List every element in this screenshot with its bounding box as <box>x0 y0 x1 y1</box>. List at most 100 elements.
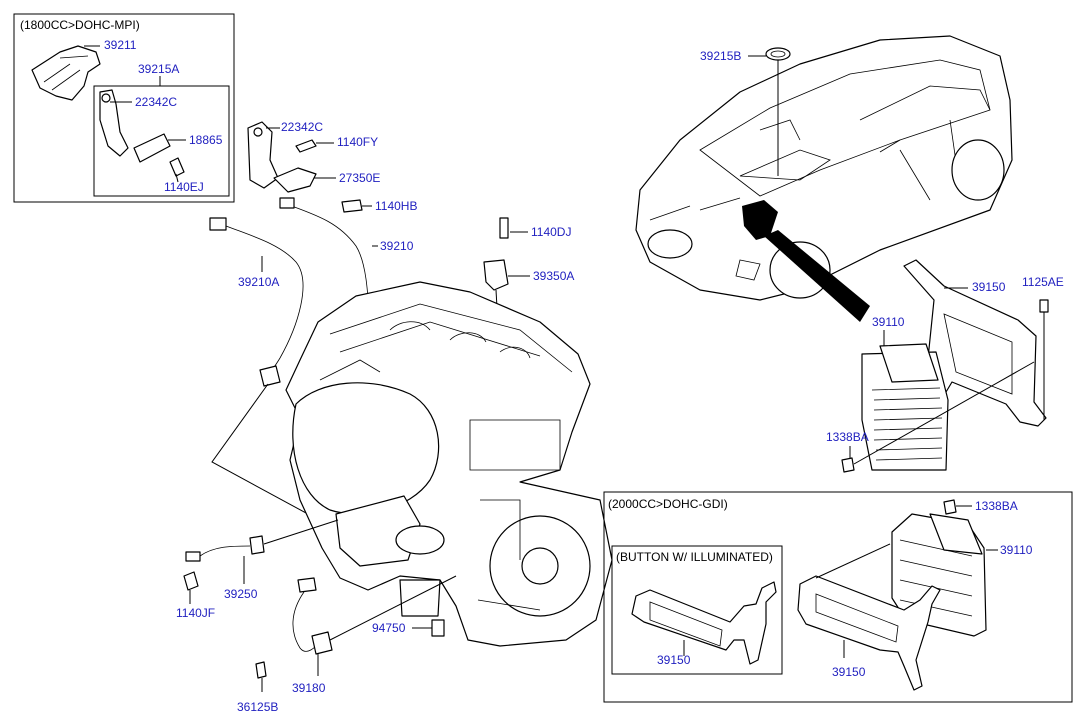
label-39150-button[interactable]: 39150 <box>657 653 691 667</box>
bolt-1338BA-gdi <box>943 499 957 515</box>
leader-39180-install <box>329 575 457 641</box>
label-22342C[interactable]: 22342C <box>281 120 323 134</box>
label-39180[interactable]: 39180 <box>292 681 326 695</box>
car-bay-components <box>739 119 831 181</box>
mpi-inset: (1800CC>DOHC-MPI) 39211 39215A 22342C 18… <box>13 13 235 203</box>
label-39215A[interactable]: 39215A <box>138 62 179 76</box>
label-39210A[interactable]: 39210A <box>238 275 279 289</box>
plug-39215B <box>765 47 791 61</box>
lower-sensors: 39250 1140JF 39180 36125B 94750 <box>176 519 457 714</box>
car-body <box>635 35 1013 301</box>
catalytic-converter <box>335 495 421 567</box>
valve-cover-details <box>389 321 531 359</box>
car-ecu-location <box>742 200 778 240</box>
ecu-bracket-gdi-cutout <box>815 593 899 643</box>
label-36125B[interactable]: 36125B <box>237 700 278 714</box>
label-1140HB[interactable]: 1140HB <box>375 199 417 213</box>
upper-bracket-group: 22342C 1140FY 27350E 1140HB <box>247 120 417 213</box>
cam-sensor-39350A <box>483 259 509 291</box>
ecu-39110 <box>861 351 949 471</box>
exhaust-manifold <box>292 382 440 515</box>
ecu-gdi-connector <box>929 513 983 555</box>
crank-sensor-39180 <box>311 631 333 655</box>
car-headlight-lines <box>649 197 761 281</box>
label-94750[interactable]: 94750 <box>372 621 406 635</box>
cylinder-head-lines <box>319 303 573 381</box>
flywheel-hub <box>521 547 559 585</box>
gdi-header: (2000CC>DOHC-GDI) <box>608 497 728 511</box>
label-1140EJ[interactable]: 1140EJ <box>164 180 204 194</box>
button-inset-frame <box>611 545 783 675</box>
label-22342C-inset[interactable]: 22342C <box>135 95 177 109</box>
label-1140DJ[interactable]: 1140DJ <box>531 225 571 239</box>
bracket-hole <box>101 93 111 103</box>
engine-assembly <box>285 281 613 647</box>
gdi-inset-frame <box>603 491 1073 703</box>
label-39110-top[interactable]: 39110 <box>872 315 905 329</box>
label-1140FY[interactable]: 1140FY <box>337 135 378 149</box>
sensor-39210A <box>259 365 281 387</box>
oil-filter-top <box>395 525 445 555</box>
label-1140JF[interactable]: 1140JF <box>176 606 215 620</box>
gdi-inset: (2000CC>DOHC-GDI) (BUTTON W/ ILLUMINATED… <box>603 491 1073 703</box>
connector-39250 <box>185 551 201 562</box>
car-ecu-pointer <box>764 230 870 322</box>
label-39350A[interactable]: 39350A <box>533 269 574 283</box>
ecu-gdi-detail-lines <box>899 539 973 617</box>
label-39150-gdi[interactable]: 39150 <box>832 665 866 679</box>
label-1338BA-top[interactable]: 1338BA <box>826 430 869 444</box>
leader-1338BA-install <box>853 361 1035 465</box>
label-39250[interactable]: 39250 <box>224 587 258 601</box>
leader-39210A-install <box>211 383 331 527</box>
engine-block-details <box>469 419 561 611</box>
bolt-1140JF <box>183 571 199 591</box>
leader-39250-install <box>263 519 339 545</box>
plug-39215B-inner <box>770 50 786 58</box>
label-39150-top[interactable]: 39150 <box>972 280 1006 294</box>
label-39215B[interactable]: 39215B <box>700 49 741 63</box>
ecu-bracket-39150-gdi <box>797 575 941 691</box>
bolt-1140HB <box>341 199 363 213</box>
label-39211[interactable]: 39211 <box>104 38 137 52</box>
ecu-group-top: 39150 1125AE 39110 1338BA <box>826 259 1064 473</box>
bolt-36125B <box>255 661 267 679</box>
label-18865[interactable]: 18865 <box>189 133 223 147</box>
bracket-22342C-hole <box>253 127 263 137</box>
label-39110-gdi[interactable]: 39110 <box>1000 543 1033 557</box>
knock-sensor-39250 <box>249 535 265 555</box>
car-front-wheel <box>769 241 831 299</box>
bracket-22342C <box>247 121 279 189</box>
label-39210[interactable]: 39210 <box>380 239 414 253</box>
ecu-bracket-button-cutout <box>649 601 723 647</box>
bracket-22342C-inset <box>99 89 129 157</box>
vehicle-illustration: 39215B <box>635 35 1013 322</box>
mpi-header: (1800CC>DOHC-MPI) <box>20 18 140 32</box>
sensor-clip-18865 <box>133 133 171 163</box>
label-1125AE[interactable]: 1125AE <box>1022 275 1064 289</box>
ecu-fins <box>871 387 943 461</box>
bolt-1140FY <box>295 139 317 153</box>
bolt-1140DJ <box>499 217 509 239</box>
oil-pressure-switch-94750 <box>431 619 445 637</box>
bolt-1338BA <box>841 457 855 473</box>
ecu-bracket-cutout <box>943 313 1013 395</box>
car-rear-wheel <box>951 139 1005 201</box>
ecu-connector-block <box>879 343 939 383</box>
label-27350E[interactable]: 27350E <box>339 171 380 185</box>
connector-39180 <box>297 577 317 593</box>
bolt-1125AE <box>1039 299 1049 313</box>
connector-39210A <box>209 217 227 231</box>
mpi-subgroup-frame <box>93 85 230 197</box>
button-header: (BUTTON W/ ILLUMINATED) <box>616 550 773 564</box>
car-engine-bay <box>699 59 991 197</box>
cable-39210A <box>225 225 304 379</box>
leader-1140EJ <box>175 173 179 183</box>
car-grille <box>647 229 693 259</box>
leader-39150-gdi-install <box>815 543 891 579</box>
connector-39210 <box>279 197 295 209</box>
bracket-39211 <box>31 45 101 101</box>
bolt-1140EJ <box>169 157 185 177</box>
label-1338BA-gdi[interactable]: 1338BA <box>975 499 1018 513</box>
oil-filter <box>399 579 441 617</box>
